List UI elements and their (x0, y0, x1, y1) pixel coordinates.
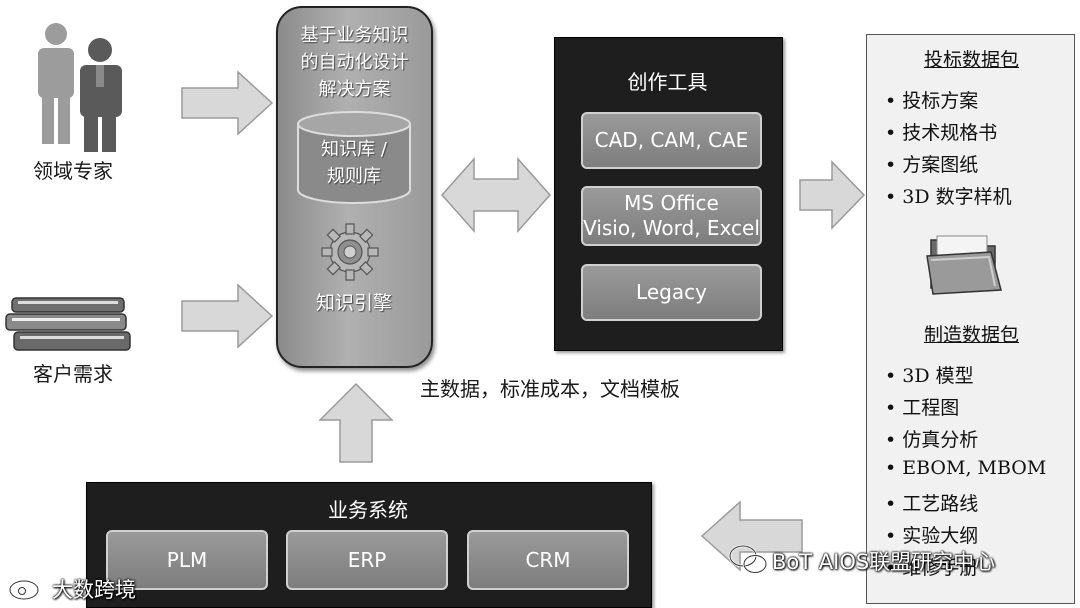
bid-package-item: • 方案图纸 (885, 154, 979, 176)
knowledge-engine-label: 知识引擎 (315, 292, 392, 314)
data-packages-panel: 投标数据包 • 投标方案 • 技术规格书 • 方案图纸 • 3D 数字样机 制造… (866, 34, 1075, 604)
ms-office-button[interactable]: MS Office Visio, Word, Excel (581, 186, 762, 246)
solution-title-line: 基于业务知识 (300, 25, 409, 46)
bid-package-item: • 投标方案 (885, 90, 979, 112)
business-systems-title: 业务系统 (328, 498, 408, 522)
experts-label: 领域专家 (33, 159, 113, 183)
plm-button[interactable]: PLM (106, 530, 268, 590)
watermark-bottom-right: BoT AIOS联盟研究中心 (772, 550, 996, 574)
wechat-logo-icon (728, 544, 768, 574)
ms-office-line: MS Office (624, 191, 719, 215)
bid-package-item: • 技术规格书 (885, 122, 998, 144)
watermark-bottom-left: 大数跨境 (52, 578, 136, 602)
arrow-customer-to-engine-icon (181, 283, 274, 349)
solution-title-line: 解决方案 (318, 79, 391, 100)
arrow-tools-to-packages-icon (799, 160, 866, 230)
authoring-tools-title: 创作工具 (627, 70, 708, 94)
arrow-experts-to-engine-icon (181, 70, 274, 136)
experts-icon (38, 23, 122, 152)
solution-title: 基于业务知识 的自动化设计 解决方案 (276, 22, 433, 103)
books-icon (5, 297, 131, 351)
bid-package-title: 投标数据包 (923, 49, 1019, 71)
solution-title-line: 的自动化设计 (300, 52, 409, 73)
legacy-button[interactable]: Legacy (581, 264, 762, 321)
mfg-package-item: • 工程图 (885, 397, 960, 419)
mfg-package-item: • 实验大纲 (885, 525, 979, 547)
mfg-package-item: • EBOM, MBOM (885, 457, 1047, 479)
erp-button[interactable]: ERP (286, 530, 448, 590)
crm-button[interactable]: CRM (467, 530, 629, 590)
cad-cam-cae-button[interactable]: CAD, CAM, CAE (581, 112, 762, 169)
customer-label: 客户需求 (33, 362, 113, 386)
knowledge-base-label: 知识库 / 规则库 (296, 136, 412, 190)
mfg-package-item: • 维修手册 (885, 557, 979, 579)
kb-line: 知识库 / (321, 139, 387, 160)
master-data-label: 主数据，标准成本，文档模板 (420, 377, 680, 401)
kb-line: 规则库 (327, 166, 381, 187)
bidirectional-arrow-icon (440, 157, 552, 233)
ms-office-line: Visio, Word, Excel (583, 216, 760, 240)
mfg-package-title: 制造数据包 (923, 324, 1019, 346)
weibo-logo-icon (8, 574, 48, 601)
gear-icon (321, 223, 379, 281)
mfg-package-item: • 3D 模型 (885, 365, 974, 387)
folder-icon (926, 235, 1002, 295)
bid-package-item: • 3D 数字样机 (885, 186, 1012, 208)
mfg-package-item: • 仿真分析 (885, 429, 979, 451)
mfg-package-item: • 工艺路线 (885, 493, 979, 515)
arrow-business-to-engine-icon (318, 382, 394, 463)
knowledge-base-cylinder-icon (297, 111, 411, 204)
